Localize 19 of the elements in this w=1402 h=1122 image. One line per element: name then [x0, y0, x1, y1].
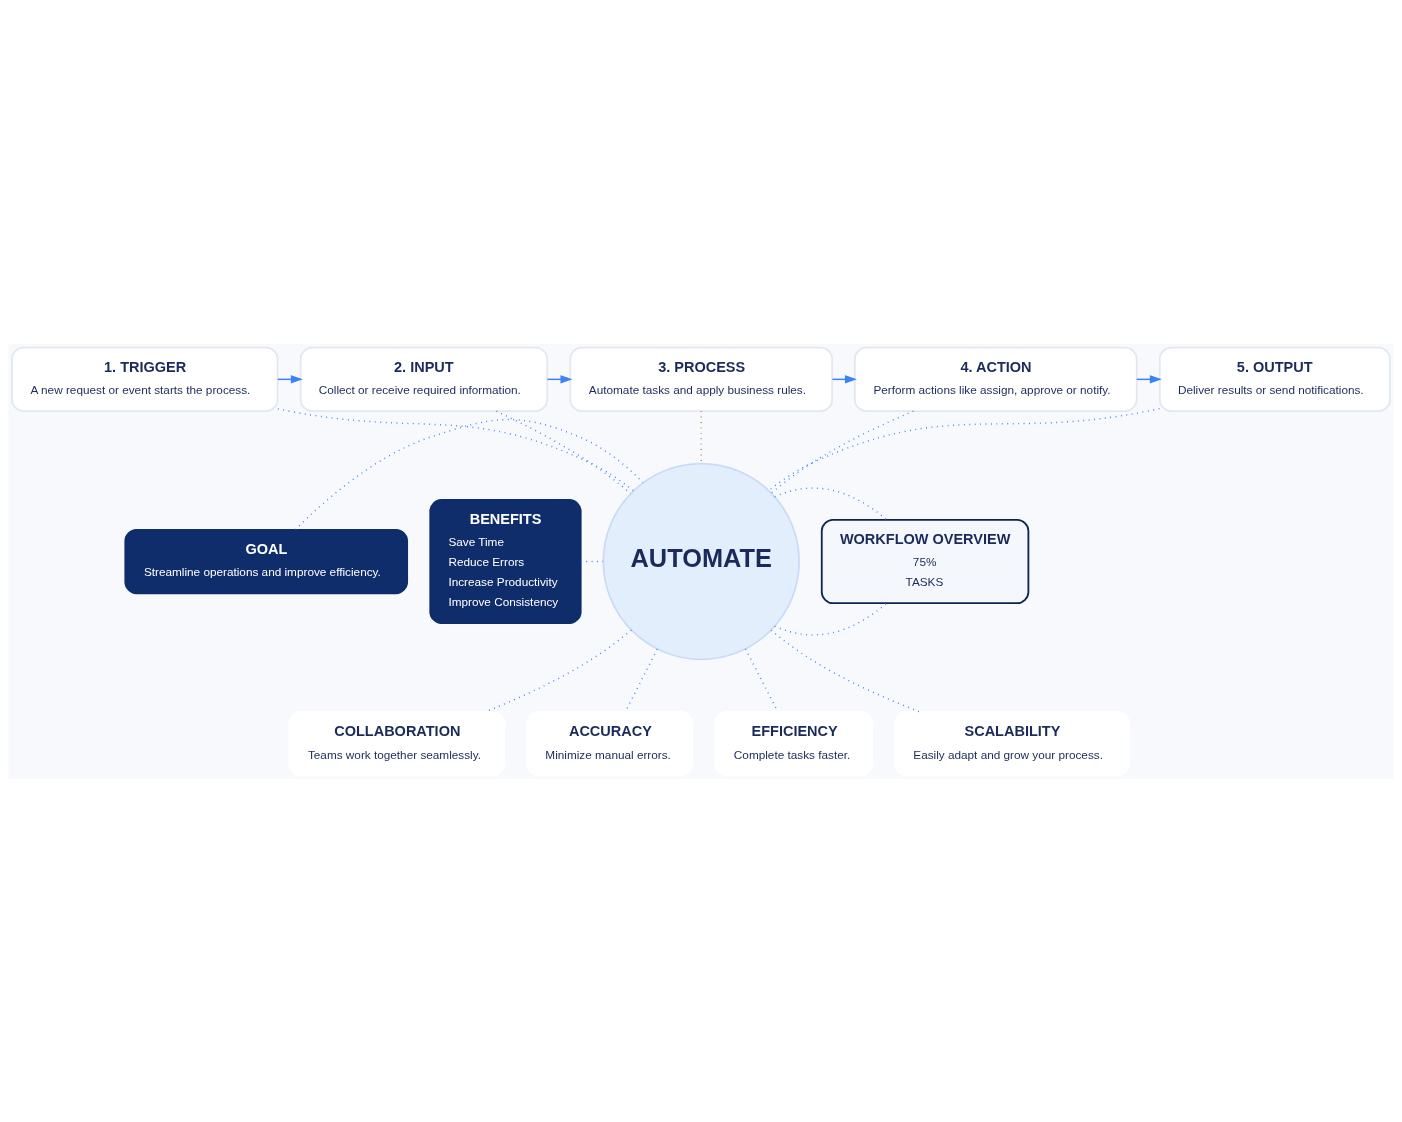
- node-box: ACCURACY Minimize manual errors.: [526, 710, 694, 776]
- connector: [294, 418, 644, 530]
- node-box: 3. PROCESS Automate tasks and apply business rules.: [569, 346, 834, 412]
- node-box: 5. OUTPUT Deliver results or send notifications.: [1158, 346, 1391, 412]
- connector: [277, 407, 635, 491]
- node-box: WORKFLOW OVERVIEW 75% TASKS: [820, 518, 1030, 604]
- connector: [773, 602, 888, 636]
- node-box: 1. TRIGGER A new request or event starts the process.: [11, 346, 279, 412]
- node-box: GOAL Streamline operations and improve efficiency.: [124, 528, 409, 594]
- node-box: BENEFITS Save Time Reduce Errors Increase Productivity Improve Consistency: [429, 498, 582, 624]
- node-box: COLLABORATION Teams work together seamlessly.: [288, 710, 506, 776]
- connector: [770, 628, 921, 713]
- node-box: SCALABILITY Easily adapt and grow your process.: [894, 710, 1130, 776]
- connector: [700, 410, 702, 464]
- node-circle: AUTOMATE: [602, 462, 800, 660]
- node-box: 4. ACTION Perform actions like assign, approve or notify.: [853, 346, 1138, 412]
- node-box: 2. INPUT Collect or receive required information.: [299, 346, 549, 412]
- connector: [770, 409, 915, 494]
- connector: [773, 486, 888, 520]
